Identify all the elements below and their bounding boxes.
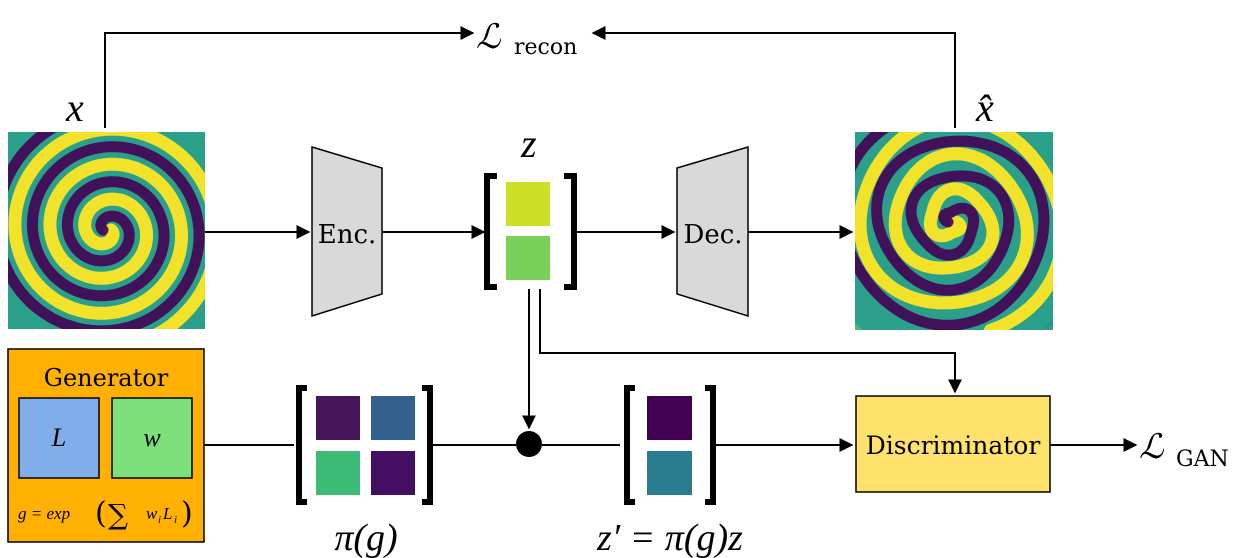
latent-top-cell <box>506 182 550 226</box>
svg-text:GAN: GAN <box>1176 447 1229 472</box>
svg-text:): ) <box>181 496 193 531</box>
arrow-z-to-discriminator <box>539 289 962 394</box>
decoder-block <box>676 145 749 318</box>
input-image <box>8 132 205 329</box>
zprime-vector <box>624 385 716 505</box>
w-label: w <box>143 423 161 452</box>
gan-loss-label: ℒ GAN <box>1139 427 1229 472</box>
svg-text:w: w <box>146 504 158 523</box>
encoder-block <box>311 145 383 318</box>
output-label: x̂ <box>975 85 994 130</box>
latent-bottom-cell <box>506 236 550 280</box>
latent-label: z <box>520 121 537 166</box>
discriminator-label: Discriminator <box>866 431 1041 460</box>
L-label: L <box>51 423 66 452</box>
pi-matrix <box>296 385 433 505</box>
svg-text:i: i <box>174 514 177 526</box>
pi-cell-tr <box>371 396 415 440</box>
output-image <box>855 132 1053 330</box>
pi-label: π(g) <box>334 517 397 558</box>
input-label: x <box>65 85 84 130</box>
pi-cell-bl <box>316 451 360 495</box>
svg-text:ℒ: ℒ <box>1139 427 1165 467</box>
generator-block: Generator L w g = exp ( ∑ w i L i ) <box>7 348 205 543</box>
recon-arrow-left <box>104 26 475 128</box>
pi-cell-tl <box>316 396 360 440</box>
w-box <box>111 397 193 479</box>
generator-formula: g = exp ( ∑ w i L i ) <box>18 496 193 531</box>
svg-text:g = exp: g = exp <box>18 504 70 523</box>
svg-text:∑: ∑ <box>108 498 128 531</box>
zprime-bottom-cell <box>647 451 692 495</box>
recon-loss-label: ℒ recon <box>476 17 577 60</box>
L-box <box>18 397 100 479</box>
svg-text:(: ( <box>95 496 107 531</box>
encoder-label: Enc. <box>318 220 377 250</box>
recon-arrow-right <box>591 26 956 128</box>
svg-text:recon: recon <box>514 35 577 60</box>
svg-text:L: L <box>162 504 172 523</box>
svg-text:i: i <box>158 514 161 526</box>
generator-title: Generator <box>44 364 169 392</box>
latent-vector <box>484 173 577 290</box>
decoder-label: Dec. <box>683 220 742 250</box>
zprime-top-cell <box>647 396 692 440</box>
svg-text:ℒ: ℒ <box>476 17 502 57</box>
zprime-label: z′ = π(g)z <box>596 517 743 558</box>
pi-cell-br <box>371 451 415 495</box>
product-node <box>516 431 542 457</box>
